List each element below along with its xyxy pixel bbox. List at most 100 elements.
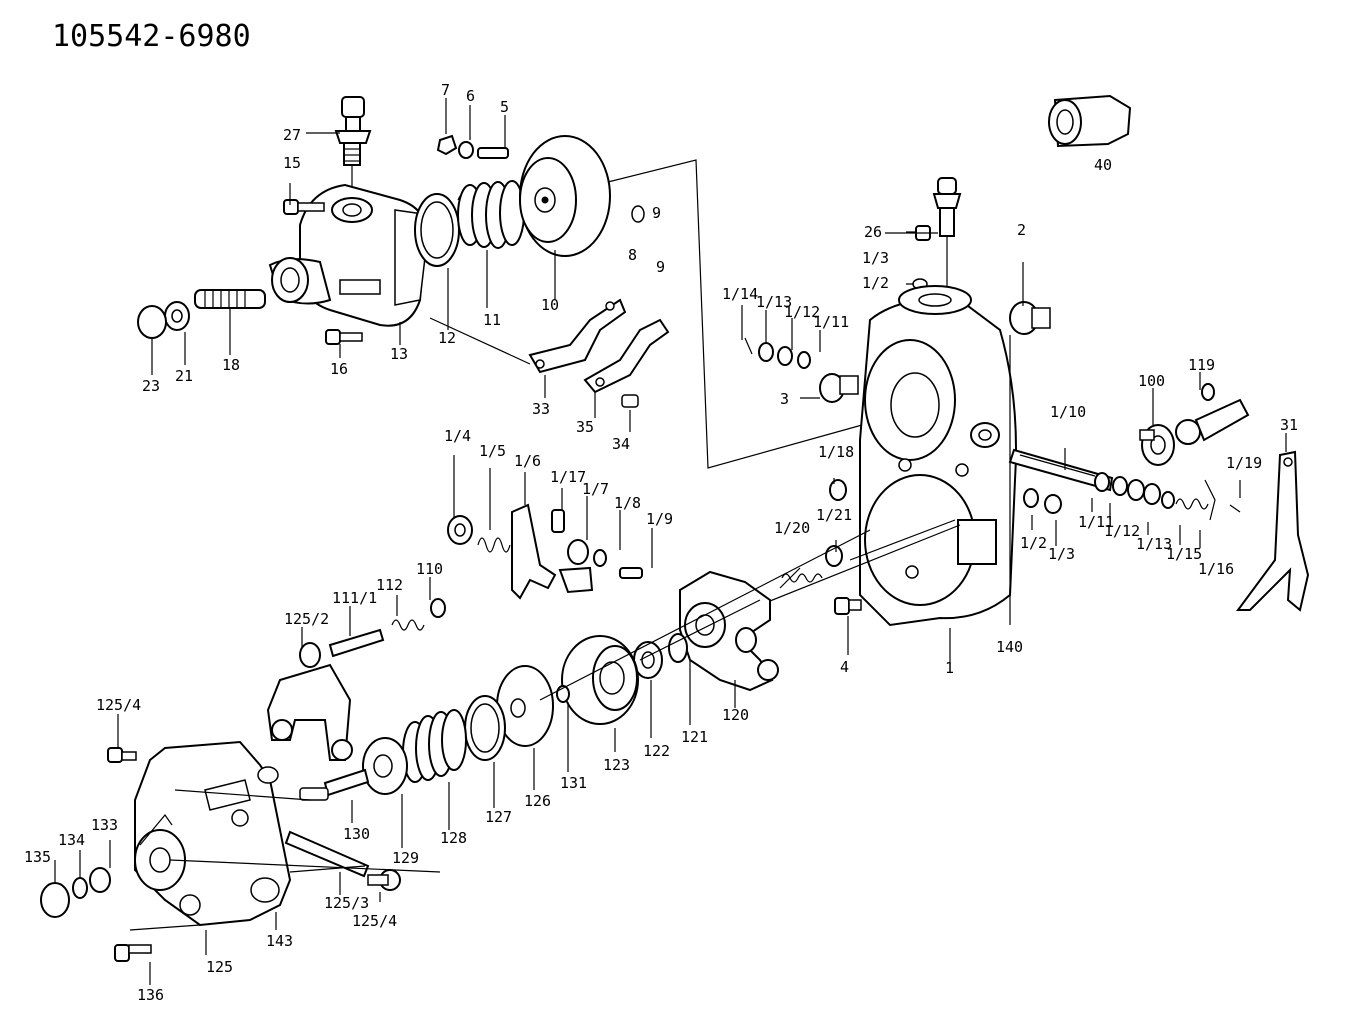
label-135: 135 [24,848,51,866]
label-1-13: 1/13 [756,293,792,311]
diagram-part-number: 105542-6980 [52,19,251,54]
part-1-8-washer [593,549,607,567]
label-129: 129 [392,849,419,867]
parts-1-11-1-16 [1094,472,1241,521]
lower-assembly [40,529,871,985]
part-111-1-pin [328,628,385,658]
label-35: 35 [576,418,594,436]
label-1-3b: 1/3 [1048,545,1075,563]
label-1-12: 1/12 [784,303,820,321]
part-112-spring [391,619,425,631]
label-1-3: 1/3 [862,249,889,267]
parts-1-14-1-11 [744,337,811,369]
label-10: 10 [541,296,559,314]
part-1-3b-plug [1044,494,1062,514]
label-7: 7 [441,81,450,99]
label-21: 21 [175,367,193,385]
label-1-10: 1/10 [1050,403,1086,421]
part-1-17-pin [551,509,565,533]
label-100: 100 [1138,372,1165,390]
label-140: 140 [996,638,1023,656]
part-119-screw [1175,383,1250,445]
part-27-bolt [334,96,372,200]
label-8: 8 [628,246,637,264]
label-1-21: 1/21 [816,506,852,524]
label-6: 6 [466,87,475,105]
part-3-plug [819,373,859,403]
label-1-7: 1/7 [582,480,609,498]
label-1-14: 1/14 [722,285,758,303]
part-1-6-lever [511,503,557,600]
part-1-2b-washer [1023,488,1039,508]
part-31-lever [1236,450,1310,612]
label-18: 18 [222,356,240,374]
label-1-20: 1/20 [774,519,810,537]
label-1-17: 1/17 [550,468,586,486]
label-34: 34 [612,435,630,453]
part-125-143-cover [134,740,292,927]
part-133-nut [89,867,111,893]
part-1-10-shaft [1008,448,1114,492]
label-119: 119 [1188,356,1215,374]
label-33: 33 [532,400,550,418]
label-12: 12 [438,329,456,347]
part-135-cap [40,882,70,918]
label-5: 5 [500,98,509,116]
part-1-5-spring [477,537,511,553]
part-9-washer [631,205,645,223]
part-130-bolt [299,768,370,801]
label-13: 13 [390,345,408,363]
label-125-2: 125/2 [284,610,329,628]
part-128-spring [402,709,467,783]
part-1-20-spring [781,573,823,583]
part-13-cover [268,183,431,327]
label-1-6: 1/6 [514,452,541,470]
label-1-2: 1/2 [862,274,889,292]
label-125-4: 125/4 [96,696,141,714]
label-1-8: 1/8 [614,494,641,512]
label-1-12b: 1/12 [1104,522,1140,540]
label-143: 143 [266,932,293,950]
part-11-spring [457,180,531,249]
label-120: 120 [722,706,749,724]
label-1-16: 1/16 [1198,560,1234,578]
label-1-11: 1/11 [813,313,849,331]
label-1-13b: 1/13 [1136,535,1172,553]
part-134-washer [72,877,88,899]
part-125-4b-screw [367,869,401,891]
label-1-19: 1/19 [1226,454,1262,472]
part-23-cap [137,305,167,339]
part-110-washer [430,598,446,618]
part-121-ring [668,633,688,663]
part-2-screw [1009,301,1051,335]
label-131: 131 [560,774,587,792]
label-1-9: 1/9 [646,510,673,528]
label-130: 130 [343,825,370,843]
part-16-screw [325,329,363,345]
label-125-3: 125/3 [324,894,369,912]
label-27: 27 [283,126,301,144]
part-40-sleeve [1048,94,1132,148]
governor-housing-assembly [741,94,1310,662]
part-1-7-lever [558,539,594,594]
part-26-bolt [932,177,962,290]
label-1-2b: 1/2 [1020,534,1047,552]
part-122-nut [633,641,663,679]
part-15-screw [283,199,325,215]
part-1-housing [859,285,1017,627]
label-136: 136 [137,986,164,1004]
part-18-adjuster [194,289,266,309]
label-112: 112 [376,576,403,594]
label-122: 122 [643,742,670,760]
label-123: 123 [603,756,630,774]
label-40: 40 [1094,156,1112,174]
label-26: 26 [864,223,882,241]
part-136-screw [114,944,152,962]
label-1-11b: 1/11 [1078,513,1114,531]
label-121: 121 [681,728,708,746]
part-4-screw [834,597,862,615]
label-9: 9 [656,258,665,276]
lever-parts-group [447,455,653,600]
label-11: 11 [483,311,501,329]
label-4: 4 [840,658,849,676]
